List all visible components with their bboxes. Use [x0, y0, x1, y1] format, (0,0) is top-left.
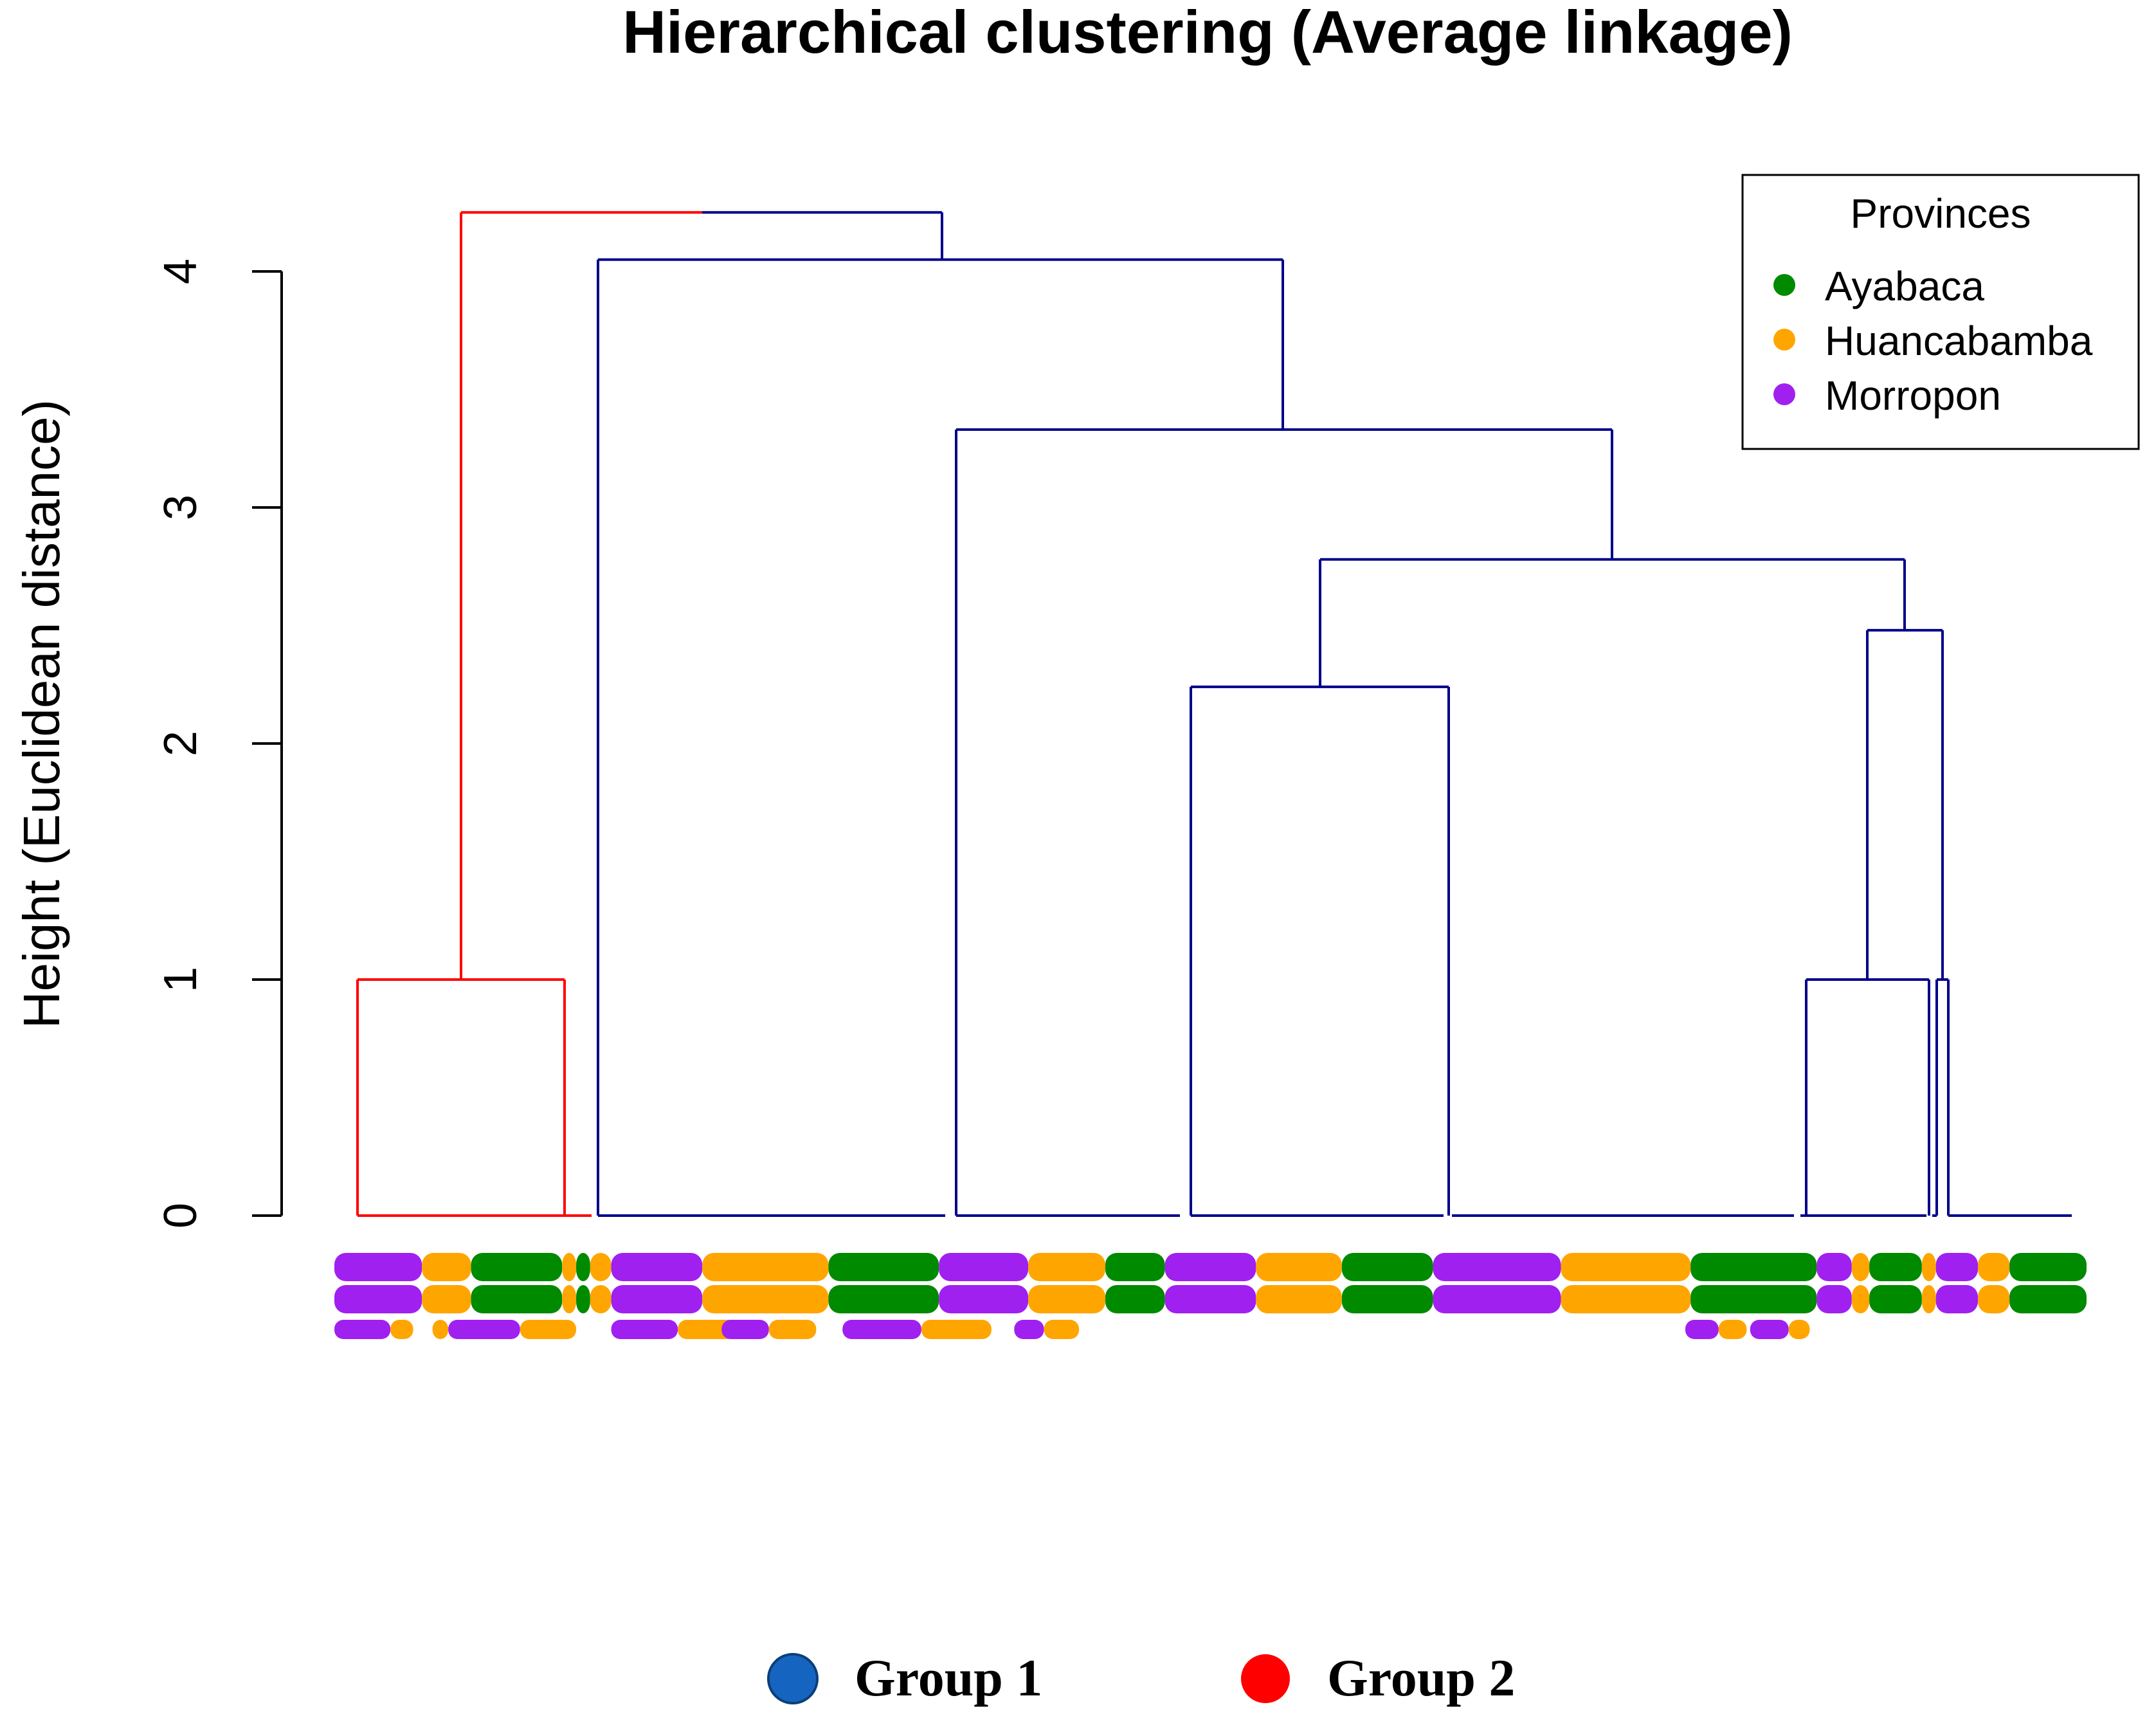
- leaf-label-block: [702, 1285, 829, 1313]
- leaf-label-block: [1690, 1253, 1817, 1281]
- legend-box: [1741, 174, 2140, 450]
- leaf-label-block: [1718, 1320, 1747, 1339]
- leaf-label-block: [334, 1285, 422, 1313]
- y-tick-label: 4: [155, 259, 206, 284]
- leaf-label-block: [448, 1320, 520, 1339]
- leaf-label-block: [828, 1285, 939, 1313]
- leaf-label-block: [1816, 1253, 1852, 1281]
- leaf-label-block: [1341, 1253, 1433, 1281]
- leaf-label-block: [471, 1285, 563, 1313]
- y-tick-label: 0: [155, 1203, 206, 1228]
- leaf-label-block: [1561, 1285, 1691, 1313]
- legend-entry-label: Huancabamba: [1825, 318, 2093, 364]
- group-legend: Group 1 Group 2: [767, 1648, 1515, 1707]
- leaf-label-block: [828, 1253, 939, 1281]
- leaf-label-block: [1433, 1285, 1561, 1313]
- leaf-label-block: [590, 1285, 611, 1313]
- leaf-label-block: [422, 1285, 471, 1313]
- group-marker-icon: [1241, 1654, 1290, 1703]
- leaf-label-block: [1105, 1253, 1165, 1281]
- y-tick-label: 3: [155, 495, 206, 520]
- leaf-label-block: [939, 1285, 1029, 1313]
- leaf-label-block: [702, 1253, 829, 1281]
- legend-entry-label: Morropon: [1825, 372, 2001, 419]
- leaf-label-block: [611, 1320, 678, 1339]
- legend-title: Provinces: [1851, 190, 2031, 237]
- leaf-label-block: [1561, 1253, 1691, 1281]
- y-tick-label: 1: [155, 967, 206, 992]
- leaf-label-block: [1788, 1320, 1810, 1339]
- legend-marker-icon: [1773, 329, 1795, 351]
- leaf-label-block: [1750, 1320, 1789, 1339]
- leaf-label-block: [334, 1320, 391, 1339]
- leaf-label-block: [590, 1253, 611, 1281]
- legend-entry-label: Ayabaca: [1825, 263, 1984, 309]
- leaf-label-block: [721, 1320, 769, 1339]
- leaf-label-block: [768, 1320, 817, 1339]
- dendrogram-branches: [356, 211, 2072, 1217]
- leaf-label-block: [1978, 1253, 2010, 1281]
- leaf-labels: [334, 1253, 2087, 1339]
- leaf-label-block: [471, 1253, 563, 1281]
- leaf-label-block: [1869, 1285, 1922, 1313]
- leaf-label-block: [1164, 1285, 1256, 1313]
- leaf-label-block: [1690, 1285, 1817, 1313]
- leaf-label-block: [1164, 1253, 1256, 1281]
- leaf-label-block: [1921, 1253, 1936, 1281]
- leaf-label-block: [1851, 1285, 1870, 1313]
- leaf-label-block: [562, 1253, 577, 1281]
- leaf-label-block: [1044, 1320, 1080, 1339]
- leaf-label-block: [1851, 1253, 1870, 1281]
- leaf-label-block: [1014, 1320, 1044, 1339]
- leaf-label-block: [2009, 1253, 2087, 1281]
- leaf-label-block: [939, 1253, 1029, 1281]
- leaf-label-block: [1028, 1285, 1105, 1313]
- leaf-label-block: [576, 1285, 590, 1313]
- leaf-label-block: [1978, 1285, 2010, 1313]
- leaf-label-block: [1869, 1253, 1922, 1281]
- y-axis: 0 1 2 3 4: [155, 259, 283, 1228]
- chart-title: Hierarchical clustering (Average linkage…: [622, 0, 1793, 66]
- group-label: Group 1: [855, 1648, 1042, 1707]
- group-label: Group 2: [1327, 1648, 1515, 1707]
- leaf-label-block: [1935, 1285, 1979, 1313]
- leaf-label-block: [1921, 1285, 1936, 1313]
- leaf-label-block: [1256, 1285, 1342, 1313]
- leaf-label-block: [1685, 1320, 1719, 1339]
- leaf-label-block: [1028, 1253, 1105, 1281]
- leaf-label-block: [2009, 1285, 2087, 1313]
- legend-marker-icon: [1773, 274, 1795, 296]
- leaf-label-block: [422, 1253, 471, 1281]
- leaf-label-block: [842, 1320, 921, 1339]
- leaf-label-block: [1433, 1253, 1561, 1281]
- leaf-label-block: [390, 1320, 413, 1339]
- leaf-label-block: [334, 1253, 422, 1281]
- leaf-label-block: [921, 1320, 992, 1339]
- leaf-label-block: [1105, 1285, 1165, 1313]
- leaf-label-block: [562, 1285, 577, 1313]
- y-axis-label: Height (Euclidean distance): [13, 399, 70, 1028]
- leaf-label-block: [1935, 1253, 1979, 1281]
- y-tick-label: 2: [155, 731, 206, 756]
- legend-marker-icon: [1773, 383, 1795, 405]
- leaf-label-block: [1256, 1253, 1342, 1281]
- group-marker-icon: [767, 1653, 819, 1704]
- leaf-label-block: [576, 1253, 590, 1281]
- leaf-label-block: [611, 1285, 703, 1313]
- leaf-label-block: [432, 1320, 449, 1339]
- leaf-label-block: [1816, 1285, 1852, 1313]
- leaf-label-block: [520, 1320, 577, 1339]
- leaf-label-block: [678, 1320, 738, 1339]
- leaf-label-block: [1341, 1285, 1433, 1313]
- leaf-label-block: [611, 1253, 703, 1281]
